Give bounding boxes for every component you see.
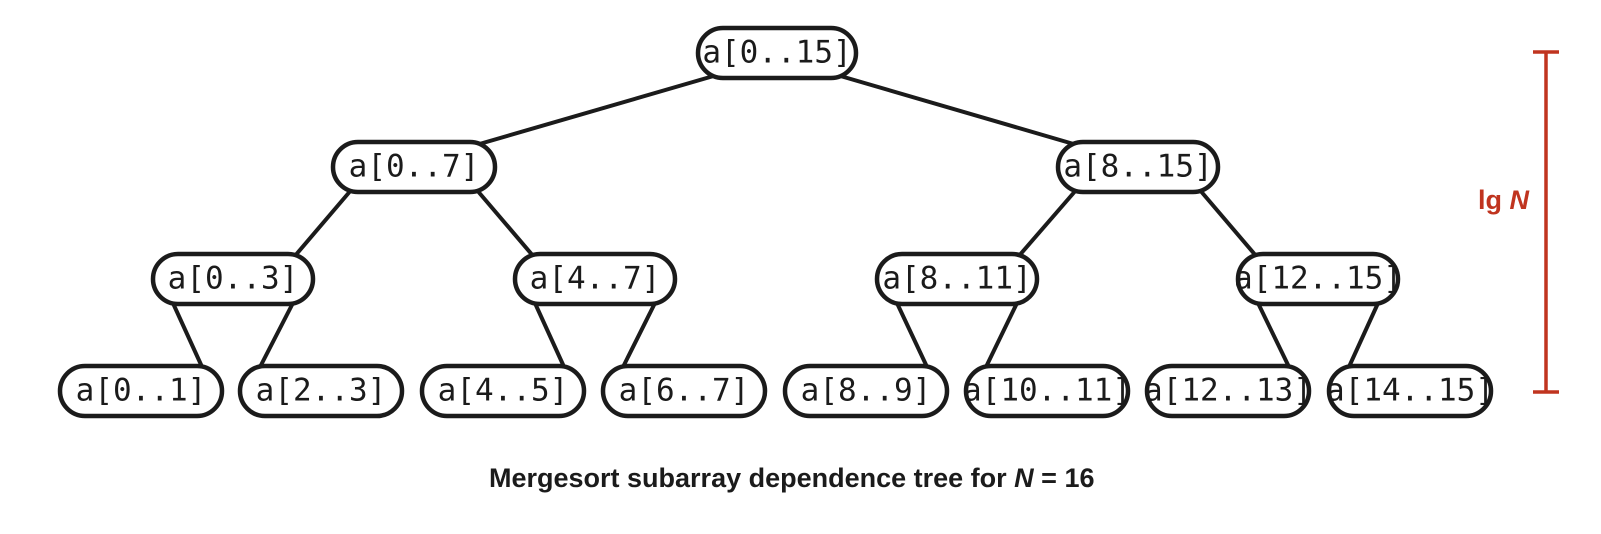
tree-edge [983, 300, 1020, 370]
tree-node-box [150, 251, 316, 307]
tree-node-box [1326, 363, 1494, 419]
tree-edge [836, 73, 1078, 147]
tree-node[interactable]: a[8..9] [782, 363, 950, 419]
tree-node-label: a[2..3] [256, 373, 387, 409]
tree-node-label: a[4..5] [438, 373, 569, 409]
tree-edge [1346, 300, 1381, 370]
tree-node-label: a[0..7] [349, 149, 480, 185]
tree-node-box [695, 25, 859, 81]
tree-edge [292, 187, 354, 259]
figure-caption-prefix: Mergesort subarray dependence tree for [489, 463, 1015, 493]
tree-edges [170, 73, 1381, 370]
tree-node-box [1144, 363, 1312, 419]
tree-edge [1197, 187, 1259, 259]
tree-node[interactable]: a[8..11] [874, 251, 1040, 307]
tree-node-label: a[8..9] [801, 373, 932, 409]
tree-node-box [1235, 251, 1401, 307]
tree-node-box [782, 363, 950, 419]
tree-node-box [330, 139, 498, 195]
tree-node-box [600, 363, 768, 419]
tree-node-box [237, 363, 405, 419]
tree-edge [474, 187, 536, 259]
tree-node[interactable]: a[0..3] [150, 251, 316, 307]
tree-node-label: a[8..11] [882, 261, 1031, 297]
height-annotation-label: lg N [1478, 187, 1529, 214]
tree-node-label: a[6..7] [619, 373, 750, 409]
tree-node-label: a[12..15] [1234, 261, 1402, 297]
height-annotation-bracket [1533, 50, 1559, 394]
tree-node[interactable]: a[0..1] [57, 363, 225, 419]
tree-node[interactable]: a[12..13] [1144, 363, 1312, 419]
tree-node[interactable]: a[0..7] [330, 139, 498, 195]
tree-node[interactable]: a[0..15] [695, 25, 859, 81]
figure-caption-var: N [1014, 463, 1034, 493]
tree-node-label: a[10..11] [963, 373, 1131, 409]
tree-node-box [963, 363, 1131, 419]
tree-node[interactable]: a[4..7] [512, 251, 678, 307]
tree-node-label: a[8..15] [1063, 149, 1212, 185]
tree-node[interactable]: a[10..11] [963, 363, 1131, 419]
height-annotation-label-prefix: lg [1478, 185, 1510, 215]
figure-caption-suffix: = 16 [1033, 463, 1095, 493]
tree-edge [475, 73, 718, 147]
tree-node[interactable]: a[8..15] [1055, 139, 1221, 195]
tree-node[interactable]: a[6..7] [600, 363, 768, 419]
tree-node-box [1055, 139, 1221, 195]
tree-node-label: a[0..1] [76, 373, 207, 409]
tree-node[interactable]: a[14..15] [1326, 363, 1494, 419]
tree-node[interactable]: a[2..3] [237, 363, 405, 419]
tree-node-box [874, 251, 1040, 307]
tree-edge [170, 300, 205, 370]
tree-edge [620, 300, 658, 370]
tree-node[interactable]: a[4..5] [419, 363, 587, 419]
tree-node-box [512, 251, 678, 307]
tree-edge [894, 300, 930, 370]
figure-caption: Mergesort subarray dependence tree for N… [489, 465, 1094, 492]
tree-edge [1255, 300, 1292, 370]
tree-node-label: a[4..7] [530, 261, 661, 297]
tree-node-box [419, 363, 587, 419]
tree-node-label: a[14..15] [1326, 373, 1494, 409]
tree-node-label: a[0..3] [168, 261, 299, 297]
tree-edge [257, 300, 296, 370]
tree-node-label: a[12..13] [1144, 373, 1312, 409]
tree-node[interactable]: a[12..15] [1234, 251, 1402, 307]
tree-edge [532, 300, 567, 370]
height-annotation-label-var: N [1509, 185, 1530, 215]
tree-edge [1016, 187, 1079, 259]
tree-nodes: a[0..15] a[0..7] a[8..15] a[0..3] a[4..7] a[8… [57, 25, 1494, 419]
tree-node-box [57, 363, 225, 419]
tree-node-label: a[0..15] [702, 35, 851, 71]
